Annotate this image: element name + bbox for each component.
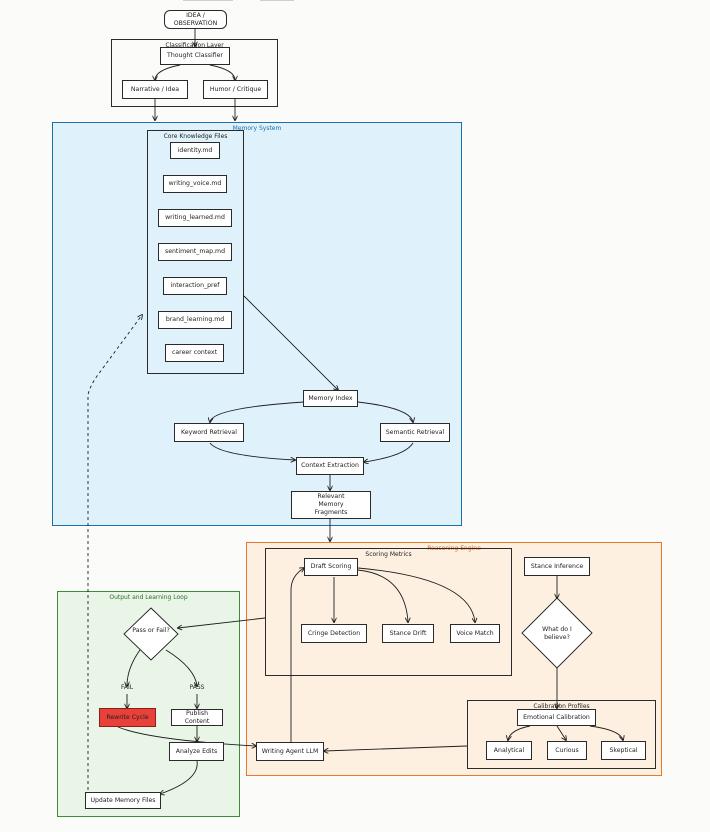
rewrite-cycle-node[interactable]: Rewrite Cycle: [99, 708, 156, 727]
emotional-calibration-node[interactable]: Emotional Calibration: [517, 709, 596, 726]
keyword-retrieval-node[interactable]: Keyword Retrieval: [174, 423, 244, 442]
career-context-file[interactable]: career context: [165, 344, 224, 362]
interaction-pref-file[interactable]: interaction_pref: [163, 277, 227, 295]
stance-inference-node[interactable]: Stance Inference: [524, 557, 590, 576]
curious-node[interactable]: Curious: [547, 741, 587, 760]
voice-match-node[interactable]: Voice Match: [450, 624, 500, 643]
what-believe-label[interactable]: What do I believe?: [542, 626, 572, 642]
brand-learning-file[interactable]: brand_learning.md: [158, 311, 232, 329]
idea-node[interactable]: IDEA / OBSERVATION: [164, 10, 227, 29]
top-edge-mark: [183, 0, 233, 1]
pass-fail-label[interactable]: Pass or Fail?: [132, 627, 170, 634]
context-extraction-node[interactable]: Context Extraction: [296, 457, 364, 475]
draft-scoring-node[interactable]: Draft Scoring: [304, 558, 358, 576]
core-knowledge-label: Core Knowledge Files: [163, 133, 228, 140]
scoring-metrics-group: [265, 548, 512, 676]
output-loop-label: Output and Learning Loop: [109, 594, 188, 601]
scoring-metrics-label: Scoring Metrics: [365, 551, 412, 558]
memory-system-label: Memory System: [232, 125, 282, 132]
memory-index-node[interactable]: Memory Index: [303, 390, 358, 407]
core-knowledge-group: [147, 130, 244, 374]
publish-content-node[interactable]: Publish Content: [171, 709, 223, 726]
update-memory-node[interactable]: Update Memory Files: [85, 792, 161, 809]
thought-classifier-node[interactable]: Thought Classifier: [160, 47, 230, 65]
memory-system-group: [52, 122, 462, 526]
calibration-profiles-group: [467, 700, 656, 769]
writing-learned-file[interactable]: writing_learned.md: [158, 209, 232, 227]
skeptical-node[interactable]: Skeptical: [601, 741, 646, 760]
writing-agent-node[interactable]: Writing Agent LLM: [256, 742, 324, 761]
identity-file[interactable]: identity.md: [170, 142, 220, 159]
cringe-detection-node[interactable]: Cringe Detection: [301, 624, 367, 643]
semantic-retrieval-node[interactable]: Semantic Retrieval: [380, 423, 450, 442]
writing-voice-file[interactable]: writing_voice.md: [163, 175, 227, 193]
relevant-fragments-node[interactable]: Relevant Memory Fragments: [291, 491, 371, 519]
sentiment-map-file[interactable]: sentiment_map.md: [158, 243, 232, 261]
fail-edge-label: FAIL: [120, 684, 134, 691]
classification-layer-group: [111, 39, 278, 107]
analyze-edits-node[interactable]: Analyze Edits: [169, 742, 224, 761]
stance-drift-node[interactable]: Stance Drift: [382, 624, 434, 643]
output-loop-group: [57, 591, 240, 817]
humor-node[interactable]: Humor / Critique: [203, 80, 268, 99]
analytical-node[interactable]: Analytical: [486, 741, 532, 760]
top-edge-mark: [260, 0, 294, 1]
narrative-node[interactable]: Narrative / Idea: [122, 80, 188, 99]
calibration-profiles-label: Calibration Profiles: [533, 703, 590, 710]
pass-edge-label: PASS: [189, 684, 205, 691]
